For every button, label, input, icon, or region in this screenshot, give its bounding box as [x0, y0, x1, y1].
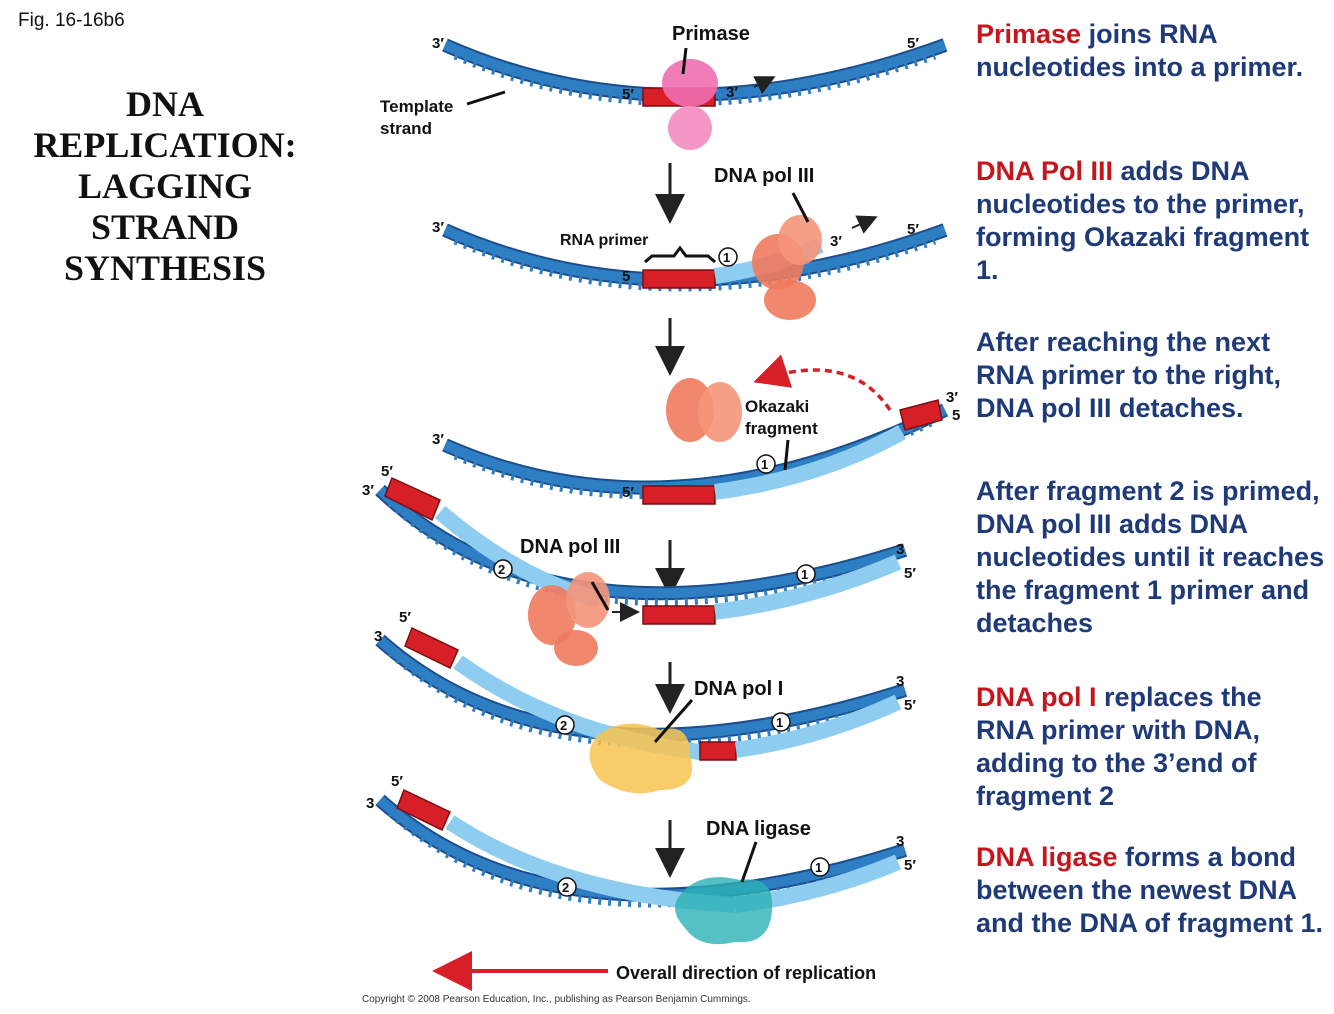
- dna-pol-iii-label: DNA pol III: [714, 165, 814, 187]
- main-title: DNA REPLICATION: LAGGING STRAND SYNTHESI…: [10, 84, 320, 289]
- three-label: 3: [896, 673, 904, 690]
- step-4-description: After fragment 2 is primed, DNA pol III …: [976, 475, 1326, 640]
- five-prime-label: 5′: [622, 484, 634, 501]
- fragment-number: 1: [801, 567, 808, 582]
- five-label: 5: [952, 407, 960, 424]
- step-text: After fragment 2 is primed, DNA pol III …: [976, 476, 1325, 638]
- step-5-description: DNA pol I replaces the RNA primer with D…: [976, 681, 1326, 813]
- five-prime-label: 5′: [381, 463, 393, 480]
- five-prime-label: 5′: [907, 35, 919, 52]
- okazaki-fragment-label: Okazaki: [745, 397, 809, 416]
- dna-pol-i-enzyme: [589, 723, 692, 794]
- five-prime-label: 5′: [907, 221, 919, 238]
- step-text: adds DNA nucleotides to the primer, form…: [976, 156, 1310, 285]
- fragment-number: 1: [776, 715, 783, 730]
- replication-diagram: Primase Template strand 3′ 5′ 5′ 3′ DNA …: [362, 23, 960, 1005]
- step-5-strands: [375, 626, 908, 794]
- primase-label: Primase: [672, 23, 750, 45]
- three-prime-label: 3′: [726, 84, 738, 101]
- five-prime-label: 5′: [391, 773, 403, 790]
- fragment-number: 2: [562, 880, 569, 895]
- step-text: joins RNA nucleotides into a primer.: [976, 19, 1304, 82]
- template-strand-label: strand: [380, 119, 432, 138]
- title-line: LAGGING: [77, 166, 253, 206]
- okazaki-fragment-label: fragment: [745, 419, 818, 438]
- dna-pol-iii-enzyme: [528, 585, 576, 645]
- five-prime-label: 5′: [904, 857, 916, 874]
- five-prime-label: 5′: [904, 565, 916, 582]
- step-3-strands: [442, 354, 949, 505]
- five-label: 5: [622, 268, 630, 285]
- step-text: After reaching the next RNA primer to th…: [976, 327, 1282, 423]
- step-4-strands: [375, 476, 908, 666]
- dna-pol-iii-label: DNA pol III: [520, 536, 620, 558]
- rna-primer-label: RNA primer: [560, 232, 648, 249]
- three-prime-label: 3′: [946, 389, 958, 406]
- title-line: SYNTHESIS: [63, 248, 267, 288]
- figure-label: Fig. 16-16b6: [18, 10, 125, 31]
- step-highlight: Primase: [976, 19, 1082, 49]
- step-1-description: Primase joins RNA nucleotides into a pri…: [976, 18, 1326, 84]
- step-highlight: DNA Pol III: [976, 156, 1114, 186]
- primase-enzyme: [662, 59, 718, 107]
- dna-pol-i-label: DNA pol I: [694, 678, 783, 700]
- overall-direction-label: Overall direction of replication: [616, 963, 876, 983]
- five-prime-label: 5′: [399, 609, 411, 626]
- step-2-strands: [442, 192, 948, 320]
- okazaki-fragment-1: [713, 554, 902, 620]
- dna-ligase-label: DNA ligase: [706, 818, 811, 840]
- three-label: 3: [366, 795, 374, 812]
- okazaki-fragment-1: [713, 425, 906, 500]
- template-strand-label: Template: [380, 97, 453, 116]
- three-prime-label: 3′: [432, 219, 444, 236]
- three-label: 3: [896, 541, 904, 558]
- step-6-strands: [375, 788, 908, 945]
- step-1-strands: [442, 38, 948, 150]
- fragment-number: 1: [761, 457, 768, 472]
- step-6-description: DNA ligase forms a bond between the newe…: [976, 841, 1326, 940]
- step-highlight: DNA pol I: [976, 682, 1097, 712]
- title-line: REPLICATION:: [33, 125, 297, 165]
- five-prime-label: 5′: [904, 697, 916, 714]
- title-line: STRAND: [90, 207, 240, 247]
- step-text: forms a bond between the newest DNA and …: [976, 842, 1324, 938]
- step-highlight: DNA ligase: [976, 842, 1118, 872]
- dna-ligase-enzyme: [675, 877, 773, 945]
- step-2-description: DNA Pol III adds DNA nucleotides to the …: [976, 155, 1326, 287]
- step-text: replaces the RNA primer with DNA, adding…: [976, 682, 1262, 811]
- rna-primer-segment: [642, 269, 716, 289]
- step-3-description: After reaching the next RNA primer to th…: [976, 326, 1326, 425]
- three-prime-label: 3′: [830, 233, 842, 250]
- three-prime-label: 3′: [362, 482, 374, 499]
- three-label: 3: [896, 833, 904, 850]
- okazaki-fragment-1: [734, 694, 902, 758]
- three-label: 3: [374, 628, 382, 645]
- title-line: DNA: [126, 84, 204, 124]
- three-prime-label: 3′: [432, 431, 444, 448]
- three-prime-label: 3′: [432, 35, 444, 52]
- rna-primer-segment: [642, 485, 716, 505]
- copyright: Copyright © 2008 Pearson Education, Inc.…: [362, 994, 751, 1005]
- five-prime-label: 5′: [622, 86, 634, 103]
- fragment-number: 2: [560, 718, 567, 733]
- fragment-number: 1: [815, 860, 822, 875]
- fragment-number: 2: [498, 562, 505, 577]
- fragment-number: 1: [723, 250, 730, 265]
